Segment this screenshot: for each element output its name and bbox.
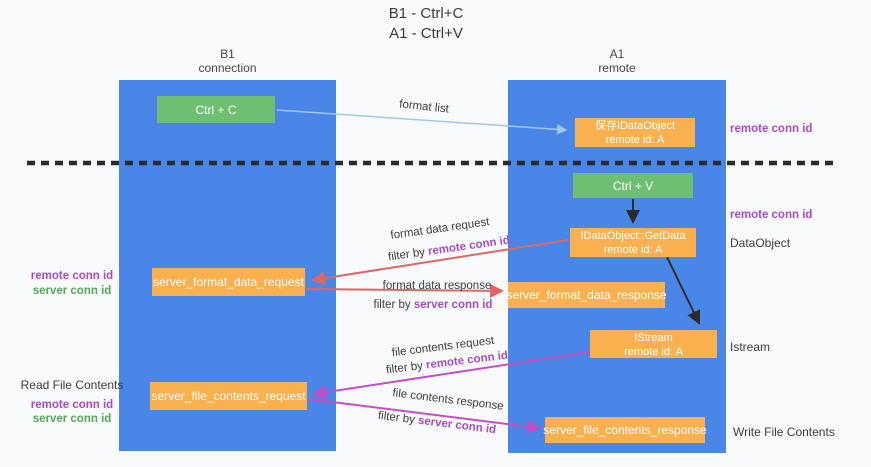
- istream-line2: remote id: A: [624, 346, 683, 358]
- write-file-contents-label: Write File Contents: [733, 425, 835, 439]
- istream-line1: IStream: [634, 332, 673, 344]
- format-list-arrow: [276, 109, 568, 135]
- lifeline-header-b1: B1 connection: [119, 47, 336, 75]
- format-data-request-arrow: [311, 239, 569, 286]
- idataobject-getdata-line1: IDataObject::GetData: [580, 230, 686, 242]
- server-format-data-response-label: server_format_data_response: [506, 288, 667, 302]
- save-idataobject-line2: remote id: A: [605, 134, 665, 146]
- server-format-data-request-box: server_format_data_request: [152, 268, 305, 296]
- server-conn-id-label-bottom-left: server conn id: [32, 413, 112, 425]
- remote-conn-id-label-bottom-left: remote conn id: [30, 399, 114, 411]
- istream-side-label: Istream: [730, 340, 771, 354]
- file-contents-response-arrow: [307, 398, 541, 434]
- format-data-response-label: format data response: [382, 280, 492, 292]
- title-line-1: B1 - Ctrl+C: [388, 5, 464, 22]
- ctrl-c-box: Ctrl + C: [157, 96, 275, 123]
- format-data-response-filter-label: filter by server conn id: [374, 299, 493, 311]
- server-file-contents-request-label: server_file_contents_request: [151, 389, 306, 403]
- idataobject-getdata-line2: remote id: A: [603, 244, 663, 256]
- title-line-2: A1 - Ctrl+V: [389, 25, 463, 42]
- filter-by-text: filter by: [373, 299, 414, 311]
- remote-conn-id-label-mid-right: remote conn id: [730, 209, 813, 221]
- lifeline-b1-subtitle: connection: [198, 61, 257, 75]
- save-idataobject-box: 保存IDataObject remote id: A: [575, 118, 695, 147]
- dataobject-label: DataObject: [730, 236, 791, 250]
- format-data-response-arrow: [305, 283, 504, 298]
- lifeline-header-a1: A1 remote: [508, 47, 726, 75]
- save-idataobject-line1: 保存IDataObject: [594, 120, 676, 132]
- lifeline-a1-subtitle: remote: [598, 61, 636, 75]
- diagram-title: B1 - Ctrl+C A1 - Ctrl+V: [326, 4, 526, 44]
- ctrl-c-label: Ctrl + C: [195, 102, 237, 117]
- idataobject-getdata-box: IDataObject::GetData remote id: A: [570, 228, 696, 257]
- read-file-contents-label: Read File Contents: [20, 378, 124, 392]
- istream-box: IStream remote id: A: [590, 330, 717, 358]
- lifeline-b1-title: B1: [220, 47, 235, 61]
- remote-conn-id-label-mid-left: remote conn id: [30, 270, 114, 282]
- server-conn-id-label-mid-left: server conn id: [32, 285, 112, 297]
- remote-conn-id-label-top-right: remote conn id: [730, 123, 813, 135]
- server-format-data-response-box: server_format_data_response: [506, 282, 667, 308]
- server-conn-id-text: server conn id: [413, 299, 493, 311]
- server-format-data-request-label: server_format_data_request: [153, 275, 304, 289]
- file-contents-request-arrow: [312, 351, 590, 400]
- ctrl-v-label: Ctrl + V: [612, 178, 654, 193]
- server-file-contents-response-label: server_file_contents_response: [543, 423, 707, 437]
- server-file-contents-request-box: server_file_contents_request: [150, 382, 307, 410]
- ctrl-v-box: Ctrl + V: [573, 173, 693, 198]
- server-file-contents-response-box: server_file_contents_response: [543, 417, 707, 443]
- lifeline-a1-title: A1: [609, 47, 625, 61]
- getdata-to-istream-arrow: [666, 256, 701, 325]
